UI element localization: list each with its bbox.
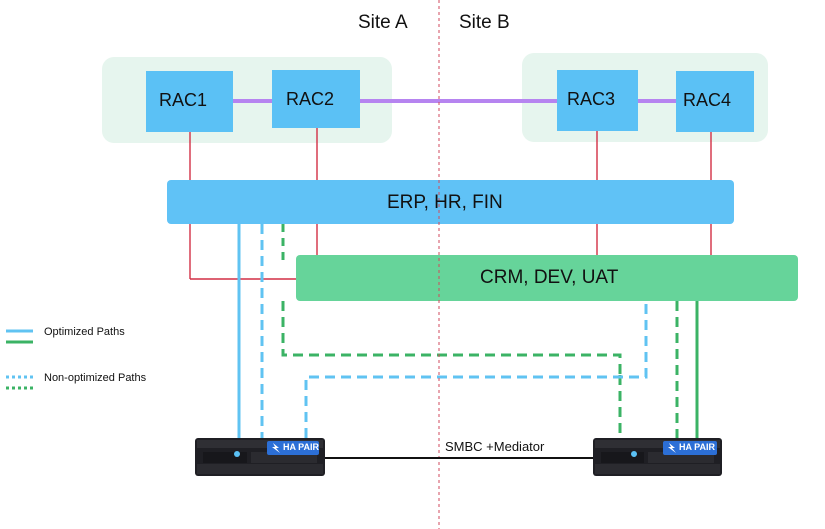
crm-band: [296, 255, 798, 301]
rac3-label: RAC3: [567, 89, 616, 109]
rac4-label: RAC4: [683, 90, 732, 110]
ha-pair-badge-right: HA PAIR: [679, 442, 715, 452]
rac1-label: RAC1: [159, 90, 208, 110]
erp-band: [167, 180, 734, 224]
rac4-node: [676, 71, 754, 132]
smbc-mediator-label: SMBC +Mediator: [445, 439, 545, 454]
rac3-node: [557, 70, 638, 131]
non-optimized-blue-path-route: [304, 301, 648, 438]
rac2-label: RAC2: [286, 89, 335, 109]
rac1-node: [146, 71, 233, 132]
storage-array-left: [195, 438, 325, 476]
non-optimized-green-path-route: [281, 301, 622, 438]
site-a-label: Site A: [358, 12, 408, 33]
site-b-label: Site B: [459, 12, 510, 33]
legend-optimized-label: Optimized Paths: [44, 326, 125, 338]
erp-band-label: ERP, HR, FIN: [387, 192, 503, 213]
storage-array-right: [593, 438, 722, 476]
legend-non-optimized-label: Non-optimized Paths: [44, 372, 147, 384]
ha-pair-badge-left: HA PAIR: [283, 442, 319, 452]
rac2-node: [272, 70, 360, 128]
crm-band-label: CRM, DEV, UAT: [480, 267, 619, 288]
